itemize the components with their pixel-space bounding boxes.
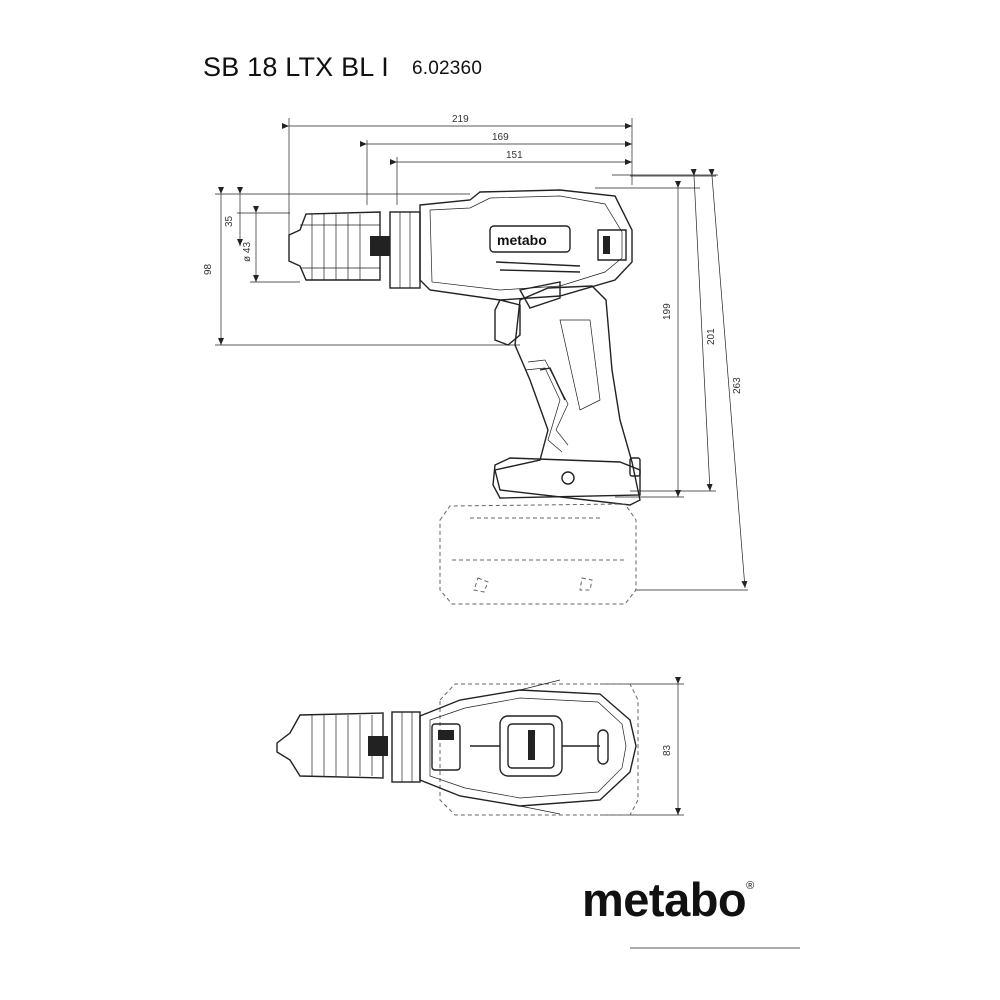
horizontal-dimensions: 219 169 151 <box>282 114 633 240</box>
right-dimensions: 199 201 263 <box>595 168 748 591</box>
brand-logo: metabo® <box>582 872 754 927</box>
dim-height-with-battery: 263 <box>732 377 743 394</box>
drill-side-view: metabo <box>288 189 641 605</box>
dim-body-length: 169 <box>492 132 509 143</box>
dim-overall-length: 219 <box>452 114 469 125</box>
dim-top-view-width: 83 <box>662 744 673 756</box>
dim-chuck-diameter: ø 43 <box>242 242 253 262</box>
tool-logo-label: metabo <box>497 232 547 248</box>
article-number: 6.02360 <box>412 58 483 79</box>
brand-logo-text: metabo <box>582 873 747 926</box>
dim-height-incl-handle: 201 <box>706 328 717 345</box>
dim-tool-height: 199 <box>662 303 673 320</box>
dim-chuck-height: 35 <box>224 215 235 227</box>
dim-front-height: 98 <box>203 263 214 275</box>
left-dimensions: 98 35 ø 43 <box>203 187 520 346</box>
registered-mark: ® <box>746 880 754 892</box>
model-name: SB 18 LTX BL I <box>203 52 389 82</box>
dim-head-length: 151 <box>506 150 523 161</box>
drill-top-view: 83 <box>276 677 684 816</box>
